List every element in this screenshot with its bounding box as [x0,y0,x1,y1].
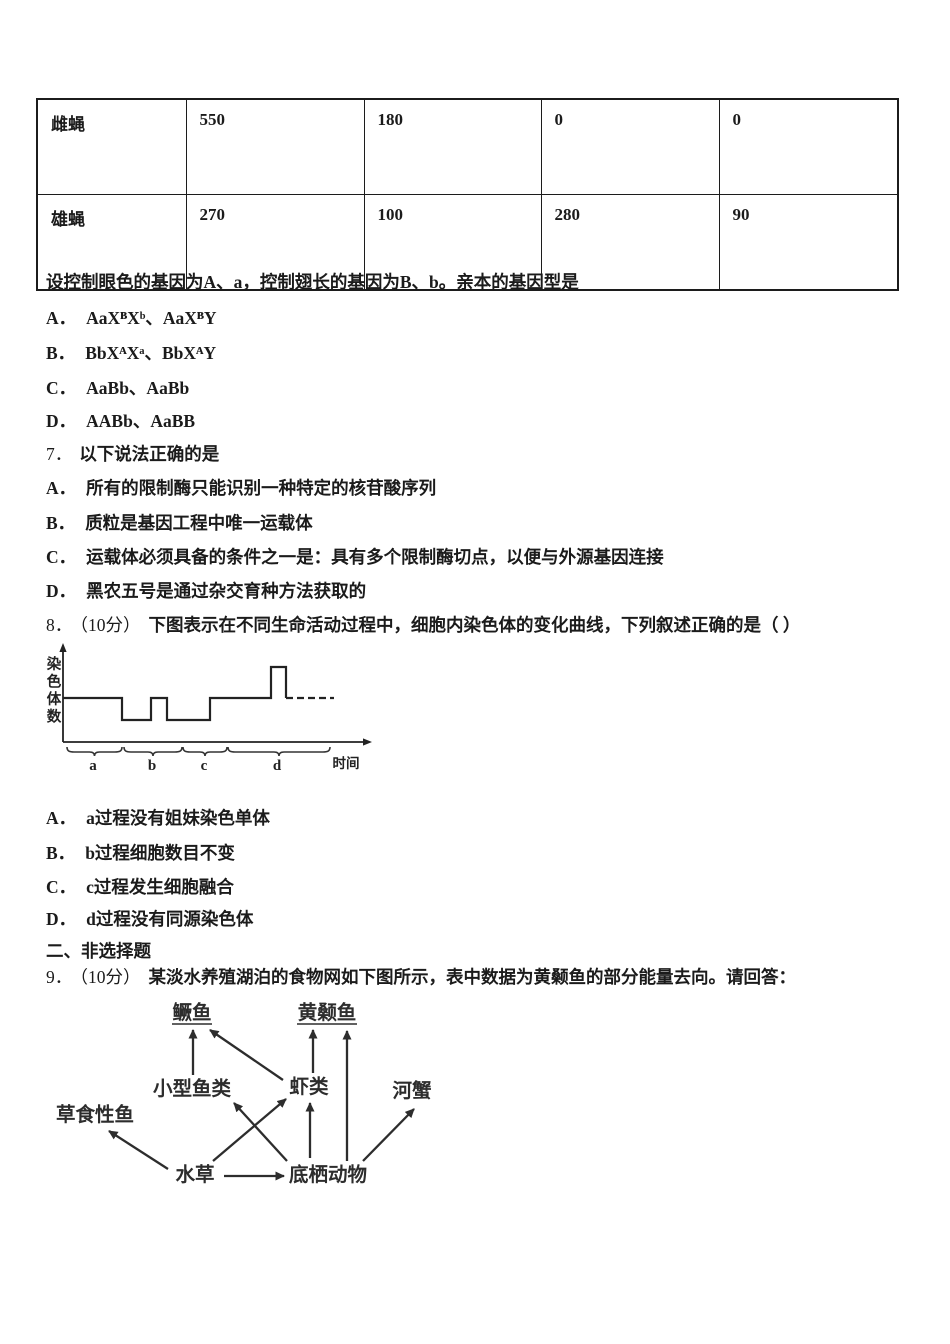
row-label-cell: 雌蝇 [36,98,187,195]
option-text: AaBb、AaBb [86,378,190,398]
q8-title: 8． （10分） 下图表示在不同生命活动过程中，细胞内染色体的变化曲线，下列叙述正确… [46,615,800,635]
option-letter: C． [46,378,77,398]
chart-x-axis-label: 时间 [333,755,360,771]
question-number: 7． [46,444,73,464]
chart-y-axis-label: 染色体数 [44,656,61,726]
y-axis-arrow [59,643,67,652]
q9-title: 9． （10分） 某淡水养殖湖泊的食物网如下图所示，表中数据为黄颡鱼的部分能量去向。… [46,967,796,987]
question-number: 9． [46,967,73,987]
arrow-waterplant-to-herbivorousfish [108,1130,169,1170]
q7-title: 7． 以下说法正确的是 [46,444,219,464]
option-text: AaXᴮXᵇ、AaXᴮY [86,308,217,328]
option-letter: A． [46,308,77,328]
chart-axes [62,649,363,743]
arrow-benthic-to-smallfish [233,1102,288,1162]
node-benthic-animals: 底栖动物 [289,1163,367,1186]
chromosome-number-chart: a b c d 时间 [59,643,372,774]
question-score: （10分） [79,615,141,635]
table-cell: 280 [540,194,720,291]
table-row: 雌蝇 550 180 0 0 [36,98,899,195]
q6-option-b: B． BbXᴬXᵃ、BbXᴬY [46,343,216,363]
node-mandarin-fish: 鳜鱼 [172,1001,211,1024]
option-letter: B． [46,343,76,363]
node-river-crab: 河蟹 [392,1079,432,1102]
option-letter: D． [46,411,77,431]
q6-option-d: D． AABb、AaBB [46,411,195,431]
chromosome-curve [63,665,288,722]
phase-braces [66,746,331,757]
question-text: 某淡水养殖湖泊的食物网如下图所示，表中数据为黄颡鱼的部分能量去向。请回答： [148,967,797,987]
option-letter: D． [46,909,77,929]
q6-option-a: A． AaXᴮXᵇ、AaXᴮY [46,308,217,328]
option-text: BbXᴬXᵃ、BbXᴬY [85,343,217,363]
arrow-waterplant-to-shrimp [212,1098,287,1162]
q6-stem: 设控制眼色的基因为A、a，控制翅长的基因为B、b。亲本的基因型是 [46,272,579,292]
q7-option-a: A． 所有的限制酶只能识别一种特定的核苷酸序列 [46,478,436,498]
option-letter: A． [46,808,77,828]
table-cell: 550 [185,98,365,195]
row-label-cell: 雄蝇 [36,194,187,291]
q7-option-b: B． 质粒是基因工程中唯一运载体 [46,513,313,533]
question-number: 8． [46,615,73,635]
table-cell: 0 [718,98,899,195]
option-text: 所有的限制酶只能识别一种特定的核苷酸序列 [86,478,437,498]
brace-d [227,746,331,757]
question-text: 以下说法正确的是 [79,444,220,464]
question-text: 下图表示在不同生命活动过程中，细胞内染色体的变化曲线，下列叙述正确的是（ ） [148,615,801,635]
option-letter: D． [46,581,77,601]
table-cell: 90 [718,194,899,291]
option-text: 质粒是基因工程中唯一运载体 [85,513,313,533]
option-letter: C． [46,547,77,567]
q7-option-d: D． 黑农五号是通过杂交育种方法获取的 [46,581,366,601]
option-text: b过程细胞数目不变 [85,843,235,863]
phase-label-c: c [201,758,208,774]
option-text: c过程发生细胞融合 [86,877,234,897]
brace-a [66,746,123,757]
phase-label-a: a [89,758,97,774]
q8-option-c: C． c过程发生细胞融合 [46,877,234,897]
option-text: 黑农五号是通过杂交育种方法获取的 [86,581,367,601]
option-text: AABb、AaBB [86,411,196,431]
node-small-fish: 小型鱼类 [153,1077,232,1100]
option-letter: C． [46,877,77,897]
phase-label-b: b [148,758,156,774]
food-web-diagram: 鳜鱼 黄颡鱼 小型鱼类 虾类 河蟹 草食性鱼 水草 底栖动物 [56,1001,432,1186]
table-cell: 270 [185,194,365,291]
q7-option-c: C． 运载体必须具备的条件之一是：具有多个限制酶切点，以便与外源基因连接 [46,547,664,567]
table-cell: 180 [363,98,542,195]
node-herbivorous-fish: 草食性鱼 [56,1103,134,1126]
option-text: a过程没有姐妹染色单体 [86,808,270,828]
node-shrimp: 虾类 [289,1075,329,1098]
brace-b [123,746,183,757]
arrow-shrimp-to-mandarinfish [209,1029,284,1081]
phase-label-d: d [273,758,282,774]
option-letter: B． [46,843,76,863]
table-row: 雄蝇 270 100 280 90 [36,194,899,291]
q8-option-d: D． d过程没有同源染色体 [46,909,253,929]
node-water-plant: 水草 [175,1163,214,1186]
q8-option-a: A． a过程没有姐妹染色单体 [46,808,270,828]
fly-count-table: 雌蝇 550 180 0 0 雄蝇 270 100 280 90 [36,98,899,291]
option-text: 运载体必须具备的条件之一是：具有多个限制酶切点，以便与外源基因连接 [86,547,664,567]
food-web-arrows [108,1029,415,1181]
option-letter: A． [46,478,77,498]
q8-option-b: B． b过程细胞数目不变 [46,843,235,863]
q6-option-c: C． AaBb、AaBb [46,378,189,398]
table-cell: 0 [540,98,720,195]
node-yellow-catfish: 黄颡鱼 [298,1001,357,1024]
question-score: （10分） [79,967,141,987]
option-letter: B． [46,513,76,533]
option-text: d过程没有同源染色体 [86,909,254,929]
x-axis-arrow [363,738,372,746]
brace-c [182,746,228,757]
arrow-benthic-to-crab [362,1108,415,1162]
section-header: 二、非选择题 [46,941,151,961]
